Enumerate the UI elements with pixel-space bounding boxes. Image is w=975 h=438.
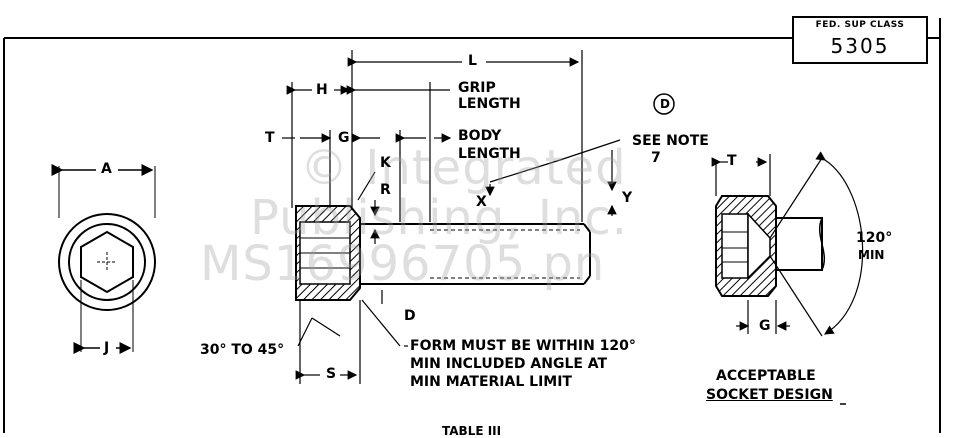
angle-label-2: MIN — [858, 248, 885, 262]
watermark-line-3: MS16996705.pn — [200, 236, 606, 292]
dim-k: K — [380, 155, 391, 171]
acceptable-label-1: ACCEPTABLE — [716, 368, 816, 384]
chamfer-label: 30° TO 45° — [200, 342, 285, 358]
fsc-value: 5305 — [830, 34, 890, 58]
side-view-dimensions — [282, 50, 621, 384]
dim-h: H — [316, 82, 328, 98]
dim-y: Y — [622, 190, 633, 206]
end-view — [51, 164, 156, 354]
grip-length-label-2: LENGTH — [458, 96, 521, 112]
see-note-label: SEE NOTE — [632, 133, 709, 149]
acceptable-label-2: SOCKET DESIGN — [706, 387, 833, 403]
body-length-label-1: BODY — [458, 128, 502, 144]
fsc-label: FED. SUP CLASS — [815, 20, 905, 30]
form-note-line-2: MIN INCLUDED ANGLE AT — [410, 356, 608, 372]
dim-r: R — [380, 182, 391, 198]
dim-a: A — [101, 161, 112, 177]
socket-detail — [711, 151, 864, 405]
watermark-line-2: Publishing, Inc. — [250, 190, 629, 246]
fsc-box: FED. SUP CLASS 5305 — [792, 16, 928, 64]
note-number: 7 — [651, 150, 661, 166]
dim-g: G — [338, 130, 350, 146]
dim-g2: G — [759, 318, 771, 334]
watermark-line-1: © Integrated — [300, 140, 627, 196]
form-note-line-3: MIN MATERIAL LIMIT — [410, 374, 572, 390]
dim-d: D — [404, 308, 416, 324]
grip-length-label-1: GRIP — [458, 80, 496, 96]
dim-j: J — [104, 340, 110, 356]
body-length-label-2: LENGTH — [458, 146, 521, 162]
circle-d-label: D — [660, 97, 670, 111]
form-note-line-1: FORM MUST BE WITHIN 120° — [410, 338, 636, 354]
dim-s: S — [326, 366, 337, 382]
side-view — [295, 205, 591, 301]
dim-t: T — [265, 130, 275, 146]
dim-t2: T — [727, 153, 737, 169]
dim-x: X — [476, 194, 487, 210]
dim-l: L — [468, 53, 477, 69]
circle-d-symbol — [653, 93, 675, 115]
angle-label-1: 120° — [856, 230, 893, 246]
sheet-border — [3, 18, 941, 433]
footer-partial-label: TABLE III — [442, 424, 502, 438]
